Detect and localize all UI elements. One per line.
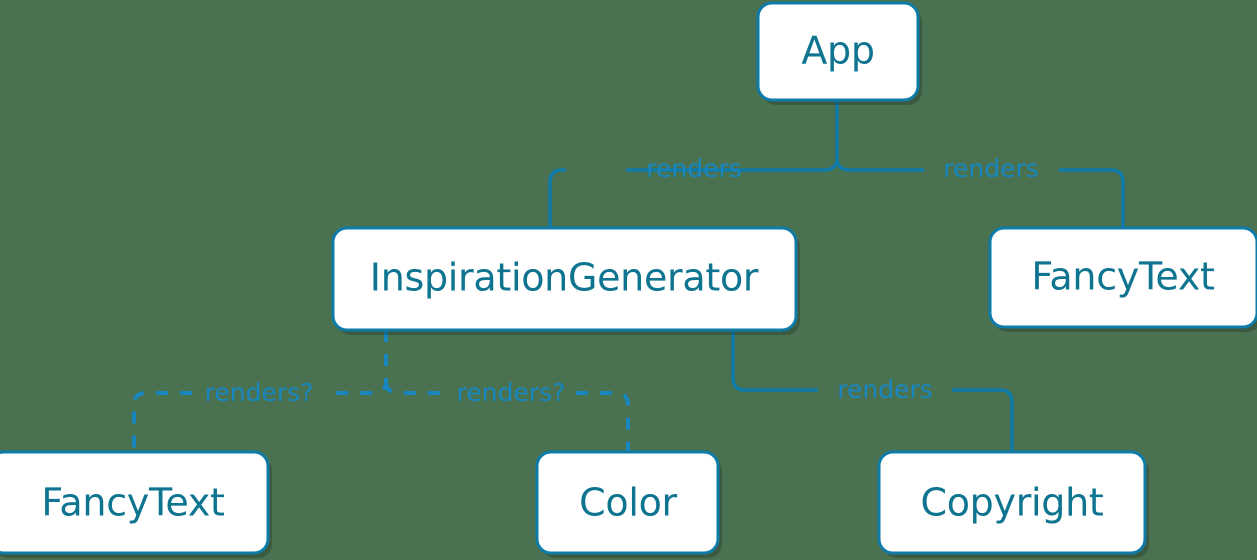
edge-label-app-fancytext: renders: [943, 154, 1039, 183]
edge-label-app-inspiration: renders: [646, 154, 742, 183]
edge-inspiration-to-copyright: [731, 330, 1014, 452]
node-color[interactable]: Color: [535, 450, 722, 558]
node-fancytext-right-box[interactable]: [988, 226, 1257, 329]
edge-path-inspiration-color: [384, 381, 446, 395]
node-inspiration-generator-label: InspirationGenerator: [370, 256, 759, 300]
node-copyright-box[interactable]: [877, 450, 1147, 555]
node-copyright[interactable]: Copyright: [877, 450, 1149, 558]
node-copyright-label: Copyright: [921, 481, 1104, 525]
node-color-label: Color: [579, 481, 677, 525]
node-inspiration-generator-box[interactable]: [331, 226, 798, 332]
edge-inspiration-to-color: [384, 381, 630, 452]
edge-label-inspiration-copyright: renders: [837, 375, 933, 404]
node-fancytext-right-label: FancyText: [1031, 255, 1214, 299]
edge-path-inspiration-copyright-2: [952, 388, 1014, 452]
edge-path-app-fancytext-2: [1059, 168, 1125, 228]
node-fancytext-bottom[interactable]: FancyText: [0, 450, 272, 558]
edge-app-to-fancytext-right: [835, 159, 1125, 228]
edge-path-app-fancytext: [835, 159, 924, 172]
node-color-box[interactable]: [535, 450, 720, 555]
edge-label-inspiration-color: renders?: [457, 378, 566, 407]
node-fancytext-bottom-box[interactable]: [0, 450, 270, 555]
node-app-label: App: [801, 29, 874, 73]
node-inspiration-generator[interactable]: InspirationGenerator: [331, 226, 800, 335]
node-fancytext-bottom-label: FancyText: [41, 481, 224, 525]
node-app[interactable]: App: [756, 1, 922, 105]
node-app-box[interactable]: [756, 1, 920, 102]
node-fancytext-right[interactable]: FancyText: [988, 226, 1257, 332]
edge-path-inspiration-fancytext: [326, 330, 388, 395]
edge-path-inspiration-fancytext-2: [132, 391, 192, 452]
edge-path-inspiration-color-2: [576, 391, 630, 452]
edge-path-app-inspiration-2: [548, 168, 566, 228]
edge-path-inspiration-copyright: [731, 330, 818, 392]
edge-label-inspiration-fancytext: renders?: [205, 378, 314, 407]
